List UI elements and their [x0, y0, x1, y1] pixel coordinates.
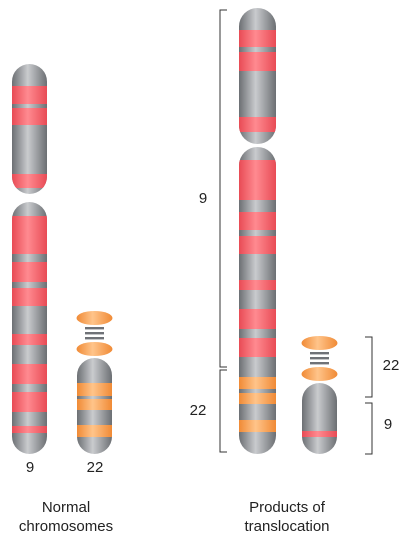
red-band	[302, 431, 337, 437]
philadelphia-chromosome-22	[301, 336, 338, 454]
bracket-9-segment	[219, 9, 227, 368]
orange-band	[77, 399, 112, 410]
normal-caption-line1: Normal	[41, 499, 91, 516]
red-band	[12, 364, 47, 384]
red-band	[12, 108, 47, 125]
orange-band	[239, 393, 276, 404]
red-band	[12, 174, 47, 188]
orange-band	[239, 420, 276, 432]
normal-caption-line2: chromosomes	[18, 518, 114, 535]
red-band	[239, 212, 276, 230]
red-band	[239, 309, 276, 329]
derivative-chromosome-9	[239, 8, 276, 454]
normal-chr22-satellite	[76, 311, 113, 356]
normal-chr22-label: 22	[86, 459, 104, 476]
normal-chromosome-9	[12, 64, 47, 454]
red-band	[12, 216, 47, 254]
red-band	[12, 262, 47, 282]
der22-satellite	[301, 336, 338, 381]
bracket-small-9	[365, 402, 373, 455]
red-band	[239, 52, 276, 71]
red-band	[12, 426, 47, 433]
der9-long-arm	[239, 147, 276, 454]
orange-band	[239, 377, 276, 389]
normal-chr9-label: 9	[25, 459, 35, 476]
translocation-caption-line2: translocation	[244, 518, 330, 535]
der9-short-arm	[239, 8, 276, 144]
red-band	[239, 117, 276, 132]
red-band	[12, 86, 47, 104]
red-band	[239, 236, 276, 254]
translocation-caption: Products of translocation	[222, 498, 352, 536]
bracket-small-9-label: 9	[383, 416, 393, 433]
red-band	[239, 280, 276, 290]
normal-chr9-short-arm	[12, 64, 47, 194]
red-band	[12, 334, 47, 345]
der22-long-arm	[302, 383, 337, 454]
bracket-9-label: 9	[198, 190, 208, 207]
normal-caption: Normal chromosomes	[0, 498, 132, 536]
red-band	[239, 338, 276, 357]
bracket-22-segment	[219, 369, 227, 453]
red-band	[12, 392, 47, 412]
normal-chromosome-22	[76, 311, 113, 454]
red-band	[239, 30, 276, 47]
red-band	[239, 160, 276, 200]
normal-chr22-long-arm	[77, 358, 112, 454]
bracket-small-22-label: 22	[382, 357, 400, 374]
normal-chr9-long-arm	[12, 202, 47, 454]
orange-band	[77, 383, 112, 396]
bracket-22-label: 22	[189, 402, 207, 419]
orange-band	[77, 425, 112, 437]
red-band	[12, 288, 47, 306]
bracket-small-22	[365, 336, 373, 398]
translocation-caption-line1: Products of	[249, 499, 325, 516]
